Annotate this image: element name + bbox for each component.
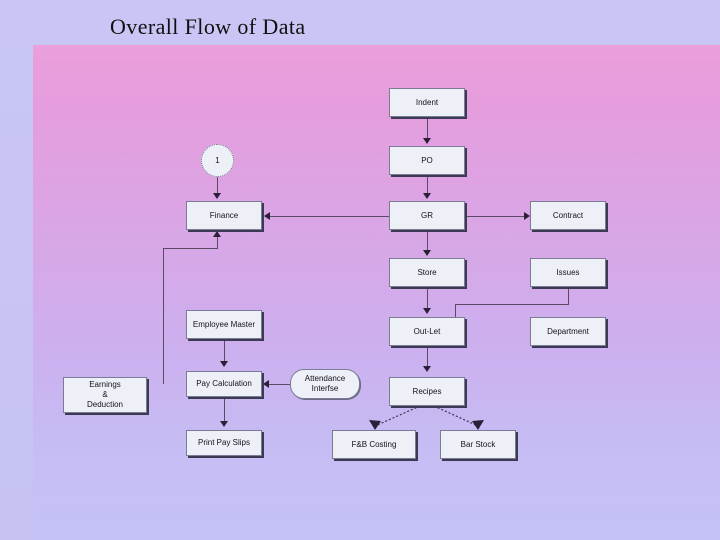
node-finance[interactable]: Finance (186, 201, 262, 230)
arrowhead-outlet-recipes (423, 366, 431, 372)
node-bar-stock[interactable]: Bar Stock (440, 430, 516, 459)
edge-marker1-finance (217, 177, 218, 194)
node-print-pay-slips[interactable]: Print Pay Slips (186, 430, 262, 456)
arrowhead-empmaster-paycalc (220, 361, 228, 367)
edge-issues-to-outlet (455, 304, 456, 320)
node-earnings-deduction[interactable]: Earnings & Deduction (63, 377, 147, 413)
edge-finance-stub (217, 236, 218, 248)
node-attendance-interface-label: Attendance Interfse (304, 374, 346, 393)
arrowhead-paycalc-finance (213, 231, 221, 237)
edge-attendance-paycalc (268, 384, 290, 385)
edge-gr-finance (270, 216, 389, 217)
node-gr-label: GR (421, 210, 433, 220)
edge-gr-contract (465, 216, 528, 217)
edge-paycalc-riser (163, 248, 164, 384)
edge-issues-drop (568, 287, 569, 305)
edge-outlet-recipes (427, 346, 428, 368)
node-out-let[interactable]: Out-Let (389, 317, 465, 346)
node-contract-label: Contract (552, 210, 584, 220)
node-bar-stock-label: Bar Stock (460, 439, 496, 449)
arrowhead-store-outlet (423, 308, 431, 314)
node-print-pay-slips-label: Print Pay Slips (197, 438, 251, 448)
node-store-label: Store (417, 267, 437, 277)
node-finance-label: Finance (209, 210, 239, 220)
edge-empmaster-paycalc (224, 339, 225, 363)
content-panel (33, 45, 720, 540)
node-pay-calculation-label: Pay Calculation (196, 379, 252, 389)
node-department-label: Department (547, 326, 589, 336)
arrowhead-paycalc-payslips (220, 421, 228, 427)
node-employee-master-label: Employee Master (192, 319, 256, 329)
node-store[interactable]: Store (389, 258, 465, 287)
node-recipes-label: Recipes (412, 386, 442, 396)
edge-indent-po (427, 117, 428, 140)
edge-po-gr (427, 175, 428, 195)
edge-store-outlet (427, 287, 428, 310)
node-gr[interactable]: GR (389, 201, 465, 230)
node-pay-calculation[interactable]: Pay Calculation (186, 371, 262, 397)
arrowhead-indent-po (423, 138, 431, 144)
edge-paycalc-payslips (224, 397, 225, 423)
page-title: Overall Flow of Data (110, 14, 306, 39)
edge-gr-store (427, 230, 428, 251)
node-issues[interactable]: Issues (530, 258, 606, 287)
node-marker-1-label: 1 (215, 155, 220, 165)
arrowhead-gr-store (423, 250, 431, 256)
arrowhead-po-gr (423, 193, 431, 199)
node-attendance-interface[interactable]: Attendance Interfse (290, 369, 360, 399)
node-contract[interactable]: Contract (530, 201, 606, 230)
arrowhead-gr-finance (264, 212, 270, 220)
node-employee-master[interactable]: Employee Master (186, 310, 262, 339)
edge-issues-horizontal (455, 304, 569, 305)
node-indent-label: Indent (415, 97, 439, 107)
arrowhead-attendance-paycalc (263, 380, 269, 388)
node-marker-1[interactable]: 1 (201, 144, 234, 177)
node-po[interactable]: PO (389, 146, 465, 175)
node-recipes[interactable]: Recipes (389, 377, 465, 406)
node-out-let-label: Out-Let (413, 326, 441, 336)
edge-paycalc-to-finance-h (163, 248, 218, 249)
node-earnings-deduction-label: Earnings & Deduction (86, 380, 124, 409)
node-indent[interactable]: Indent (389, 88, 465, 117)
node-fb-costing[interactable]: F&B Costing (332, 430, 416, 459)
node-fb-costing-label: F&B Costing (351, 439, 397, 449)
node-issues-label: Issues (556, 267, 580, 277)
node-department[interactable]: Department (530, 317, 606, 346)
arrowhead-gr-contract (524, 212, 530, 220)
node-po-label: PO (421, 155, 433, 165)
arrowhead-marker1-finance (213, 193, 221, 199)
